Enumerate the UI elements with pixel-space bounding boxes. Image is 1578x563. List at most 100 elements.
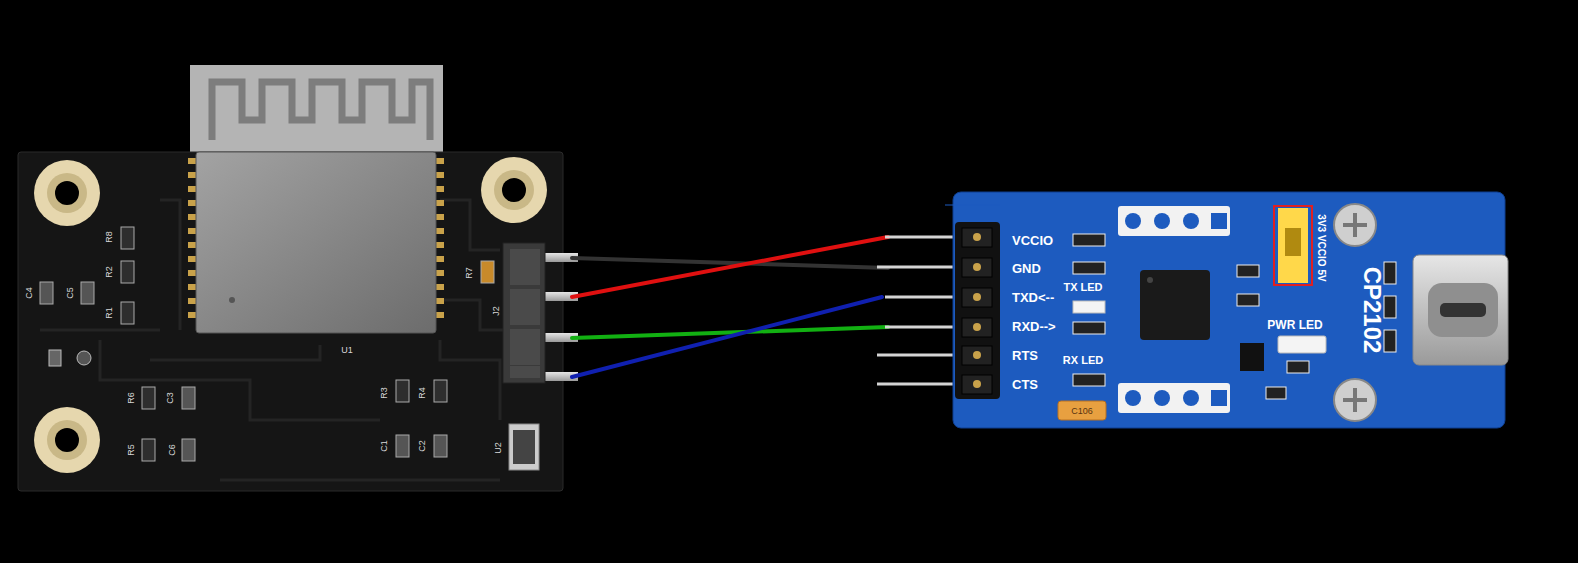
usb-c-connector — [1440, 303, 1486, 317]
jumper — [1285, 228, 1301, 256]
usb-c-connector — [1428, 283, 1498, 337]
cp2102-chip — [1140, 270, 1210, 340]
through-hole-pad — [1211, 213, 1227, 229]
pin-header — [955, 222, 1000, 399]
pin-label: TXD<-- — [1012, 291, 1054, 304]
usb-uart-board — [877, 192, 1508, 428]
pcb-trace — [220, 479, 500, 482]
smd-component — [81, 282, 94, 304]
screw — [1334, 204, 1376, 246]
part-label: U2 — [494, 442, 503, 454]
smd-component — [1058, 234, 1396, 420]
smd-component — [121, 302, 134, 324]
smd-component — [1073, 301, 1105, 313]
mounting-hole — [47, 173, 87, 213]
smd-component — [1058, 401, 1106, 420]
smd-component — [121, 261, 134, 283]
header-pin — [877, 383, 958, 386]
smd-component — [49, 350, 61, 366]
pcb — [18, 152, 563, 491]
smd-component — [1073, 262, 1105, 274]
part-label: R5 — [127, 444, 136, 456]
smd-component — [1237, 265, 1259, 277]
pin-label: CTS — [1012, 378, 1038, 391]
through-hole-pad — [1183, 390, 1199, 406]
jumper — [1274, 206, 1312, 285]
sensor-chip — [513, 430, 535, 464]
mounting-hole — [481, 157, 547, 223]
header-pin — [877, 354, 958, 357]
pin-header — [962, 346, 992, 365]
smd-component — [1287, 361, 1309, 373]
pcb-trace — [150, 345, 320, 360]
jumper-wire — [572, 297, 882, 377]
jumper-wire — [572, 237, 888, 297]
board-name: CP2102 — [1360, 267, 1384, 354]
antenna-trace — [212, 82, 430, 140]
smd-component — [1240, 343, 1264, 371]
cp2102-chip — [1147, 277, 1153, 283]
mounting-hole — [55, 428, 79, 452]
pin-header — [955, 222, 1000, 399]
mounting-hole — [34, 160, 100, 226]
smd-component — [1073, 234, 1105, 246]
smd-component — [182, 439, 195, 461]
pin-label: GND — [1012, 262, 1041, 275]
sensor-chip — [509, 424, 539, 470]
smd-component — [1073, 374, 1105, 386]
through-hole-pad — [1211, 390, 1227, 406]
smd-component — [121, 227, 134, 249]
through-hole-pad — [1118, 206, 1230, 413]
pcb-trace — [40, 329, 160, 332]
smd-component — [1384, 330, 1396, 352]
smd-component — [142, 387, 155, 409]
mounting-hole — [494, 170, 534, 210]
wifi-module — [196, 152, 436, 333]
pcb-trace — [100, 340, 380, 420]
header-pin — [885, 296, 958, 299]
led-label: TX LED — [1063, 282, 1102, 293]
pin-label: RXD--> — [1012, 320, 1056, 333]
part-label: C2 — [418, 440, 427, 452]
pin-header — [973, 380, 981, 388]
pin-header — [973, 351, 981, 359]
mounting-hole — [34, 407, 100, 473]
through-hole-pad — [1154, 390, 1170, 406]
screw — [1334, 379, 1376, 421]
through-hole-pad — [1183, 213, 1199, 229]
header-pin — [877, 237, 958, 384]
smd-component — [396, 435, 409, 457]
pin-header — [510, 366, 540, 378]
through-hole-pad — [1125, 213, 1141, 229]
through-hole-pad — [1154, 213, 1170, 229]
pcb-trace — [440, 340, 500, 420]
pin-label: RTS — [1012, 349, 1038, 362]
pcb-trace — [160, 200, 180, 330]
part-label: C3 — [166, 392, 175, 404]
smd-component — [1384, 262, 1396, 284]
pin-header — [962, 375, 992, 394]
pin1-dot — [229, 297, 235, 303]
header-pin — [885, 236, 958, 239]
part-label: R6 — [127, 392, 136, 404]
header-pin — [885, 326, 958, 329]
led-label: PWR LED — [1267, 319, 1322, 331]
pin-header — [510, 289, 540, 325]
smd-component — [142, 439, 155, 461]
through-hole-pad — [1118, 206, 1230, 236]
pin-header — [510, 329, 540, 365]
pin-header — [962, 228, 992, 247]
pin-header — [962, 258, 992, 277]
part-label: C4 — [25, 287, 34, 299]
antenna-area — [190, 65, 443, 157]
smd-component — [1073, 322, 1105, 334]
mounting-hole — [47, 420, 87, 460]
part-label: R8 — [105, 231, 114, 243]
mounting-hole — [502, 178, 526, 202]
smd-component — [434, 435, 447, 457]
smd-component — [77, 351, 91, 365]
through-hole-pad — [1118, 383, 1230, 413]
header-pin — [877, 266, 958, 269]
